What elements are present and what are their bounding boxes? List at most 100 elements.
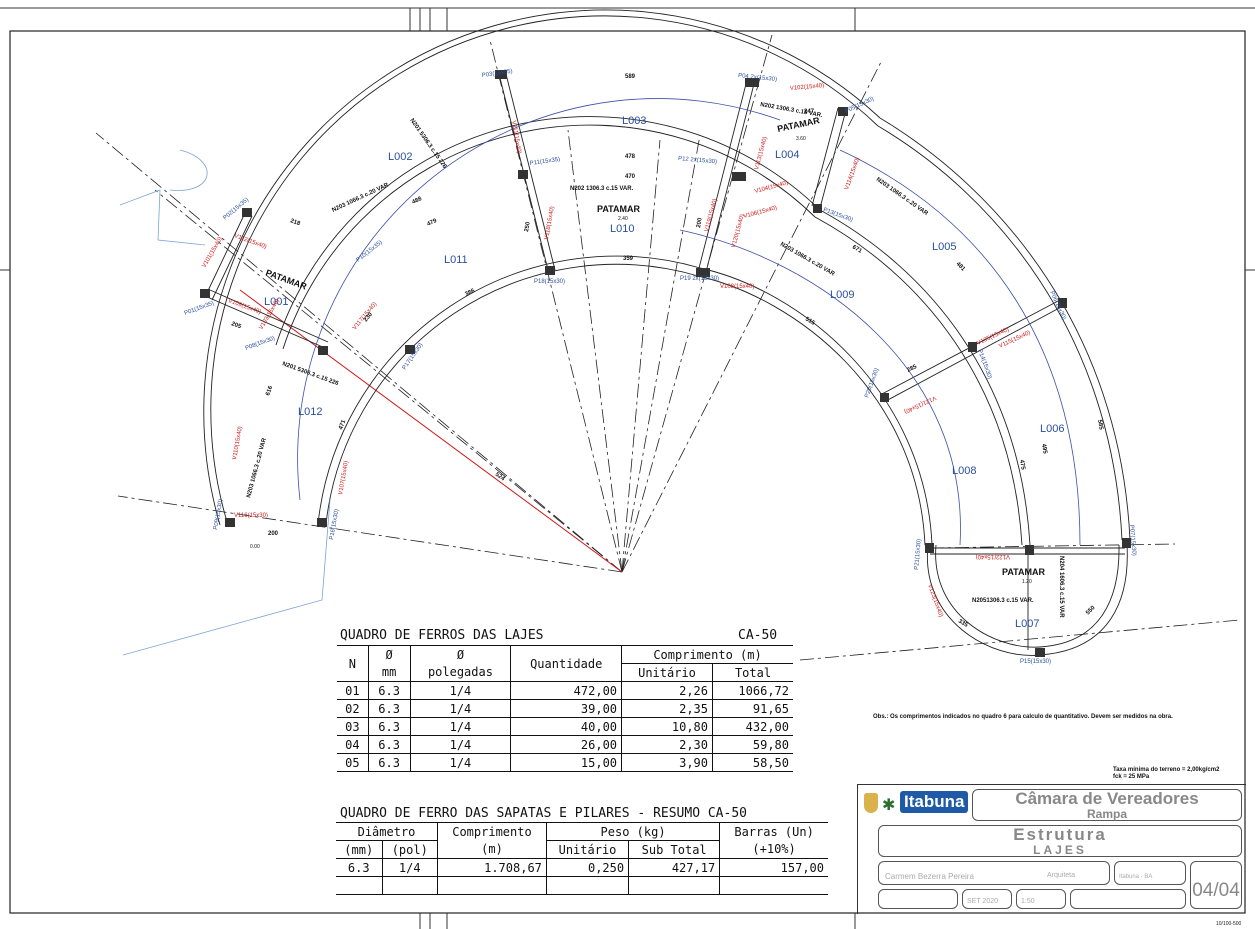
slab-label: L003 — [622, 115, 646, 127]
fck-note: fck = 25 MPa — [1113, 774, 1150, 780]
revision-box — [1070, 889, 1186, 909]
dimension: 247 — [804, 109, 815, 115]
beam-label: V108(15x40) — [720, 284, 754, 290]
dimension: 250 — [524, 221, 532, 233]
pillar-label: P07(15x30) — [1128, 525, 1137, 556]
pillar-label: P20(15x30) — [864, 367, 880, 398]
header-pol: polegadas — [409, 663, 511, 682]
beam-label: V116(15x30) — [234, 513, 268, 519]
author-role: Arquiteta — [1047, 872, 1076, 879]
beam-label: V111(15x40) — [510, 120, 522, 154]
beam-label: V119(15x40) — [704, 198, 719, 232]
pillar-blocks — [200, 70, 1131, 657]
rebar-table-grade: CA-50 — [738, 628, 778, 643]
pillar-label: P15(15x30) — [1020, 659, 1051, 665]
rebar-callout: N203 1066.3 c.20 VAR — [331, 182, 390, 214]
dimension: 230 — [363, 311, 374, 323]
level-mark: 2.40 — [618, 216, 628, 222]
dimension: 200 — [696, 217, 704, 229]
client-box: Câmara de Vereadores Rampa — [972, 789, 1242, 821]
pillar-label: P10(15x35) — [356, 240, 384, 264]
dimension: 515 — [804, 317, 816, 328]
author-name: Carmem Bezerra Pereira — [885, 872, 974, 881]
header-total: Total — [712, 663, 793, 682]
radius-line — [239, 289, 623, 573]
project-box: Estrutura LAJES — [878, 825, 1242, 857]
rebar-callout: N203 1066.3 c.20 VAR — [779, 242, 836, 278]
beam-label: V102(15x40) — [790, 83, 825, 92]
general-note: Obs.: Os comprimentos indicados no quadr… — [873, 714, 1173, 720]
pillar-label: P05(15x30) — [844, 96, 875, 115]
dimension: 479 — [426, 218, 438, 228]
dimension: 200 — [268, 531, 279, 537]
beam-label: V121(15x40) — [903, 394, 937, 414]
table-row: 03 6.3 1/4 40,00 10,80 432,00 — [337, 717, 793, 736]
dimension: 550 — [1085, 605, 1097, 617]
header-diam: Diâmetro — [336, 822, 438, 841]
landing-label: PATAMAR — [1002, 567, 1045, 577]
dimension: 481 — [955, 261, 967, 273]
dimension: 205 — [230, 321, 242, 330]
rebar-callout: N2051306.3 c.15 VAR. — [972, 598, 1034, 604]
beam-label: V122(15x40) — [976, 553, 1010, 559]
inner-beam-ring — [317, 255, 933, 546]
slab-label: L006 — [1040, 423, 1064, 435]
rebar-callout: N204 1606.3 c.15 VAR — [1058, 556, 1064, 618]
slab-label: L004 — [775, 149, 799, 161]
slab-label: L001 — [264, 296, 288, 308]
blank-box — [878, 889, 958, 909]
beam-label: V104(15x40) — [754, 180, 789, 195]
city-name: Itabuna - BA — [1119, 874, 1153, 880]
table-row: 01 6.3 1/4 472,00 2,26 1066,72 — [337, 681, 793, 700]
city-logo: ✱ Itabuna — [862, 789, 972, 819]
dimension: 616 — [265, 385, 274, 397]
pillar-label: P08(15x30) — [245, 336, 276, 352]
sheet-number: 04/04 — [1192, 880, 1240, 901]
slab-span-arcs — [297, 98, 1081, 546]
header-mm-sym: Ø — [367, 645, 411, 664]
header-m: (m) — [437, 840, 547, 859]
city-box: Itabuna - BA — [1114, 861, 1186, 885]
dimension: 478 — [625, 154, 636, 160]
pillar-label: P21(15x30) — [914, 539, 923, 570]
scale: 1:50 — [1021, 898, 1035, 905]
sheet-number-box: 04/04 — [1190, 861, 1242, 909]
dimension: 359 — [623, 256, 634, 262]
header-barras: Barras (Un) — [719, 822, 828, 841]
slab-label: L002 — [388, 151, 412, 163]
header-plus: (+10%) — [719, 840, 828, 859]
dimension: 218 — [289, 218, 301, 227]
table-row: 04 6.3 1/4 26,00 2,30 59,80 — [337, 735, 793, 754]
dimension: 470 — [625, 174, 636, 180]
pillar-label: P18(15x30) — [534, 279, 565, 285]
pillar-label: P03(15x35) — [481, 69, 513, 79]
header-peso: Peso (kg) — [545, 822, 720, 841]
access-ramp-outline — [119, 149, 331, 656]
dimension: 285 — [906, 364, 918, 374]
slab-label: L011 — [444, 254, 468, 266]
table-row: 05 6.3 1/4 15,00 3,90 58,50 — [337, 753, 793, 772]
dimension: 671 — [851, 245, 863, 256]
pillar-label: P19 2x(15x30) — [680, 276, 719, 282]
slab-label: L008 — [952, 465, 976, 477]
beam-label: V110(15x40) — [232, 426, 244, 460]
pillar-label: P11(15x35) — [529, 157, 560, 167]
pillar-label: P13(15x30) — [822, 207, 853, 223]
beam-label: V106(15x40) — [743, 205, 778, 220]
level-mark: 1.20 — [1022, 579, 1032, 585]
date-box: SET 2020 — [962, 889, 1012, 909]
pillar-label: P14(15x30) — [976, 349, 992, 380]
project-name: Estrutura — [1013, 825, 1107, 844]
rebar-callout: N203 1066.3 c.20 VAR — [875, 177, 929, 218]
beam-label: V113(15x40) — [754, 136, 769, 170]
pillar-label: P12 2x(15x30) — [678, 156, 717, 165]
beam-label: V118(15x40) — [544, 206, 556, 240]
rebar-table: N Ø Ø Quantidade Comprimento (m) mm pole… — [337, 645, 793, 772]
outer-beam-ring — [203, 9, 1131, 541]
header-pol: (pol) — [381, 840, 438, 859]
dimension: 488 — [411, 196, 423, 206]
dimension: 524 — [494, 472, 506, 483]
slab-label: L005 — [932, 241, 956, 253]
table-row: 6.3 1/4 1.708,67 0,250 427,17 157,00 — [336, 858, 828, 877]
